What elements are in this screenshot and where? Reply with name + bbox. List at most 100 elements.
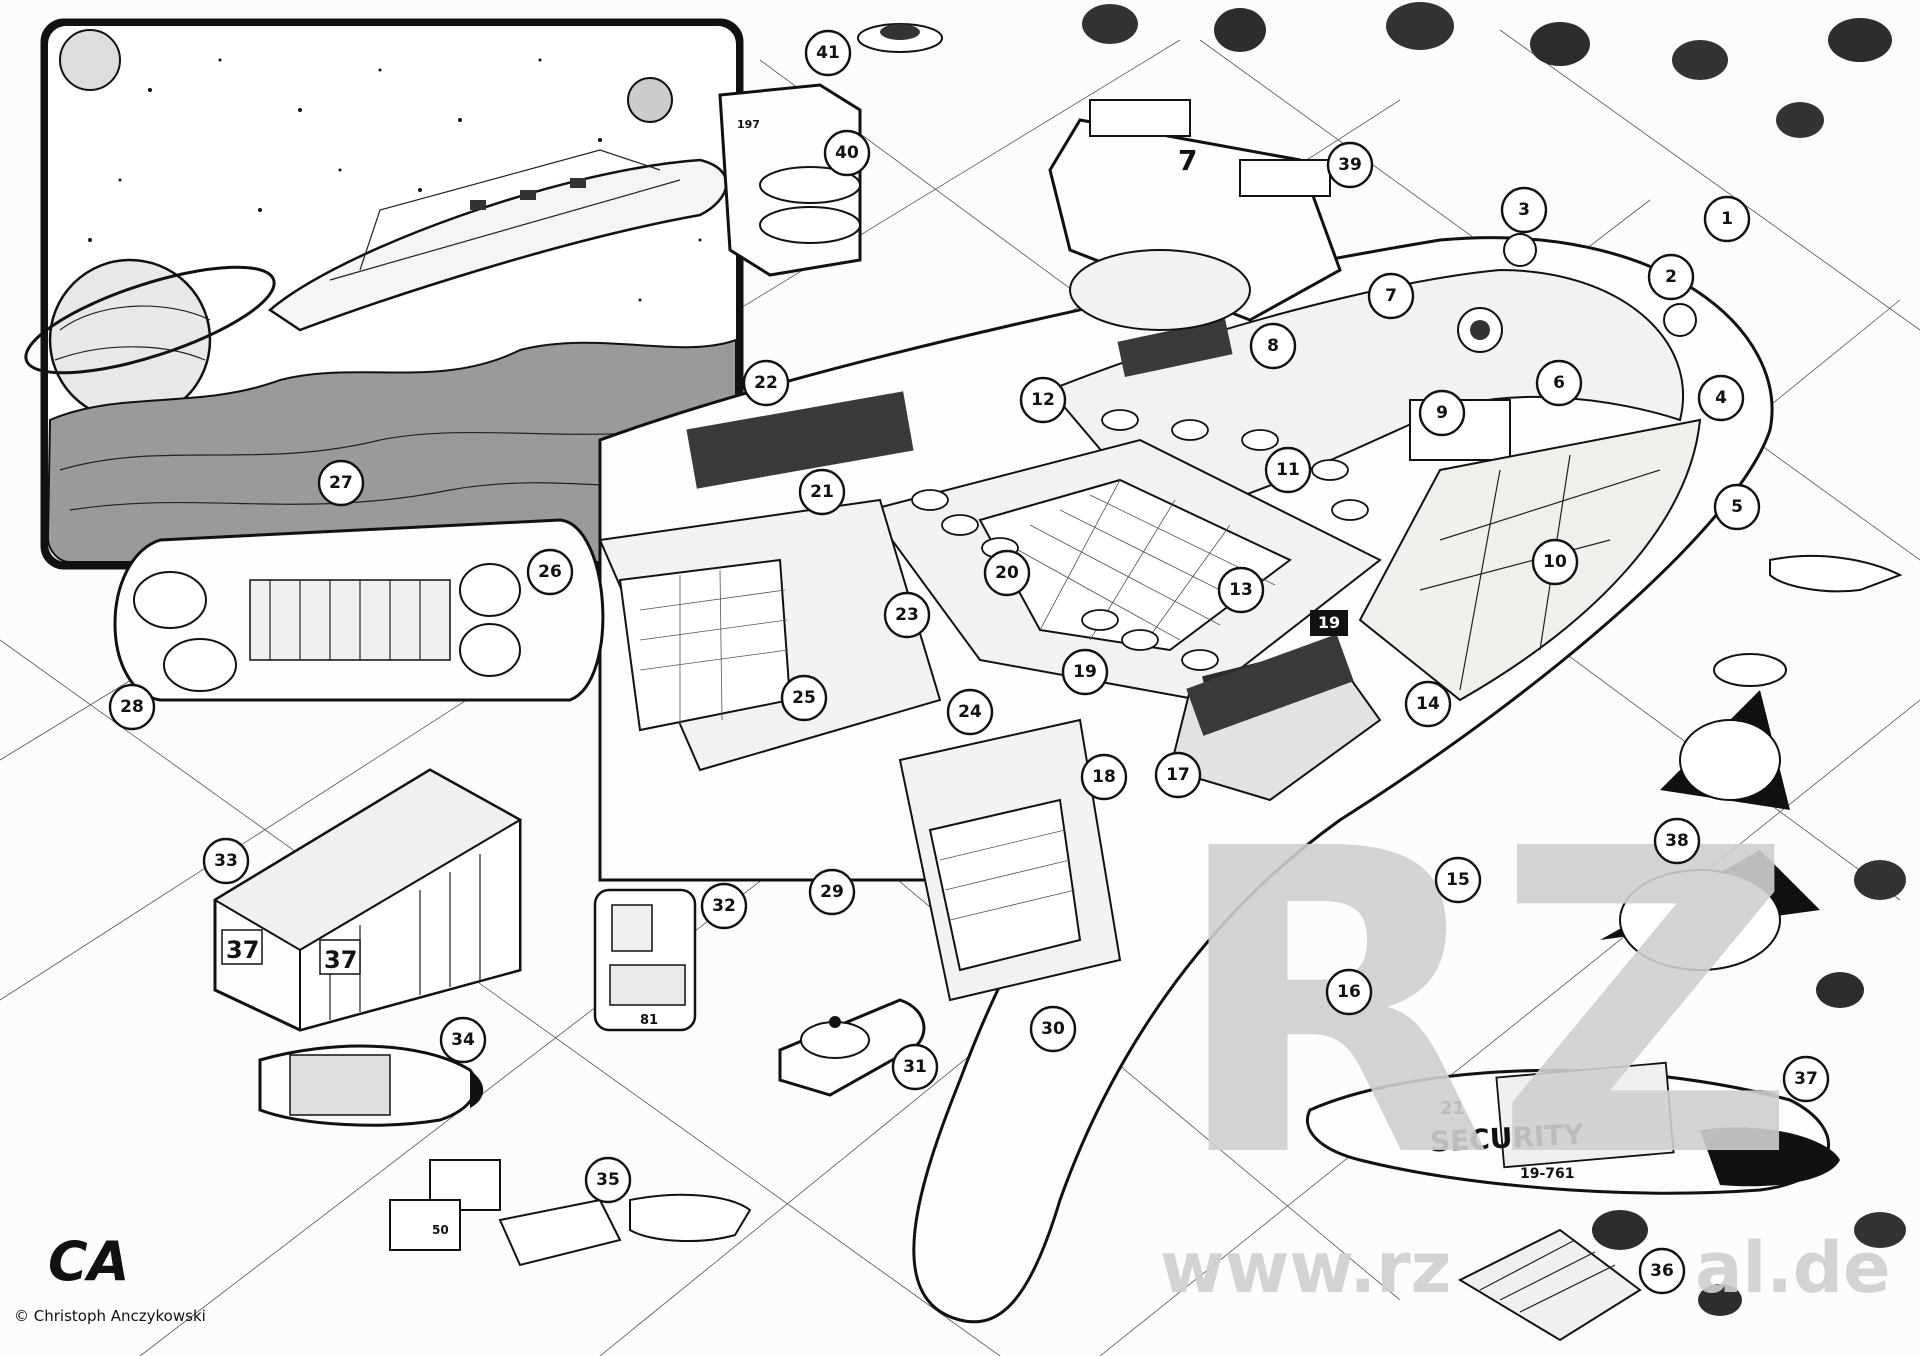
callout-6: 6	[1535, 359, 1583, 407]
callout-25-label: 25	[792, 688, 816, 708]
callout-41: 41	[804, 29, 852, 77]
space-scene-inset	[24, 18, 744, 570]
callout-35: 35	[584, 1156, 632, 1204]
dock-number: 7	[1178, 144, 1197, 177]
cargo-carts: 50	[389, 1159, 752, 1267]
cargo-code-2: 37	[324, 946, 357, 974]
callout-19-label: 19	[1073, 662, 1097, 682]
callout-41-label: 41	[816, 43, 840, 63]
deck-pods	[911, 409, 1369, 671]
callout-19: 19	[1061, 648, 1109, 696]
callout-34: 34	[439, 1016, 487, 1064]
callout-23: 23	[883, 591, 931, 639]
callout-4: 4	[1697, 374, 1745, 422]
callout-20-label: 20	[995, 563, 1019, 583]
docking-vessel: 7	[1048, 99, 1342, 331]
callout-34-label: 34	[451, 1030, 475, 1050]
callout-26: 26	[526, 548, 574, 596]
callout-36-label: 36	[1650, 1261, 1674, 1281]
callout-29: 29	[808, 868, 856, 916]
security-registration: 19-761	[1520, 1166, 1575, 1182]
moon-icon	[59, 29, 121, 91]
callout-29-label: 29	[820, 882, 844, 902]
callout-7-label: 7	[1385, 286, 1397, 306]
callout-11: 11	[1264, 446, 1312, 494]
callout-14: 14	[1404, 680, 1452, 728]
callout-1: 1	[1703, 195, 1751, 243]
stairway-structure	[1457, 1228, 1642, 1342]
callout-8-label: 8	[1267, 336, 1279, 356]
callout-3: 3	[1500, 186, 1548, 234]
callout-21: 21	[798, 468, 846, 516]
callout-37: 37	[1782, 1055, 1830, 1103]
callout-31-label: 31	[903, 1057, 927, 1077]
callout-38-label: 38	[1665, 831, 1689, 851]
trees-top	[1082, 2, 1892, 138]
callout-1-label: 1	[1721, 209, 1733, 229]
callout-20: 20	[983, 549, 1031, 597]
callout-9: 9	[1418, 389, 1466, 437]
callout-23-label: 23	[895, 605, 919, 625]
callout-39: 39	[1326, 141, 1374, 189]
capsule-pods	[1600, 653, 1820, 971]
callout-35-label: 35	[596, 1170, 620, 1190]
callout-26-label: 26	[538, 562, 562, 582]
callout-21-label: 21	[810, 482, 834, 502]
artist-logo: CA	[48, 1230, 129, 1293]
callout-5-label: 5	[1731, 497, 1743, 517]
callout-24-label: 24	[958, 702, 982, 722]
callout-22-label: 22	[754, 373, 778, 393]
callout-2-label: 2	[1665, 267, 1677, 287]
flying-saucer-icon	[857, 23, 943, 53]
copyright-credit: © Christoph Anczykowski	[14, 1307, 314, 1335]
callout-15-label: 15	[1446, 870, 1470, 890]
callout-18: 18	[1080, 753, 1128, 801]
callout-8: 8	[1249, 322, 1297, 370]
callout-24: 24	[946, 688, 994, 736]
callout-27: 27	[317, 459, 365, 507]
callout-27-label: 27	[329, 473, 353, 493]
callout-13-label: 13	[1229, 580, 1253, 600]
callout-6-label: 6	[1553, 373, 1565, 393]
watermark-logo: RZ	[1170, 761, 1798, 1250]
watermark-url: www.rz al.de	[1160, 1227, 1891, 1309]
callout-25: 25	[780, 674, 828, 722]
cart-number: 50	[432, 1223, 449, 1237]
callout-30: 30	[1029, 1005, 1077, 1053]
security-unit-number: 21	[1440, 1098, 1465, 1119]
callout-9-label: 9	[1436, 403, 1448, 423]
callout-32-label: 32	[712, 896, 736, 916]
callout-16: 16	[1325, 968, 1373, 1016]
callout-16-label: 16	[1337, 982, 1361, 1002]
callout-17-label: 17	[1166, 765, 1190, 785]
callout-13: 13	[1217, 566, 1265, 614]
callout-10-label: 10	[1543, 552, 1567, 572]
callout-12: 12	[1019, 376, 1067, 424]
copyright-symbol: ©	[14, 1307, 29, 1325]
callout-40: 40	[823, 129, 871, 177]
callout-7: 7	[1367, 272, 1415, 320]
cargo-container: 37 37	[213, 768, 523, 1032]
tower-building: 197	[718, 83, 862, 277]
callout-2: 2	[1647, 253, 1695, 301]
callout-4-label: 4	[1715, 388, 1727, 408]
callout-33-label: 33	[214, 851, 238, 871]
callout-37-label: 37	[1794, 1069, 1818, 1089]
callout-33: 33	[202, 837, 250, 885]
small-planet-icon	[627, 77, 673, 123]
engine-nacelle	[113, 518, 605, 702]
callout-22: 22	[742, 359, 790, 407]
callout-30-label: 30	[1041, 1019, 1065, 1039]
unit-number: 81	[640, 1013, 658, 1028]
small-fighter-icon	[1769, 555, 1903, 593]
watermark: RZ www.rz al.de	[1160, 761, 1891, 1309]
hull-number: 19	[1318, 613, 1340, 632]
callout-31: 31	[891, 1043, 939, 1091]
shuttle-34	[258, 1044, 484, 1127]
callout-15: 15	[1434, 856, 1482, 904]
ground-vehicle-32: 81	[593, 888, 697, 1032]
security-label: SECURITY	[1429, 1118, 1585, 1159]
callout-5: 5	[1713, 483, 1761, 531]
callout-12-label: 12	[1031, 390, 1055, 410]
